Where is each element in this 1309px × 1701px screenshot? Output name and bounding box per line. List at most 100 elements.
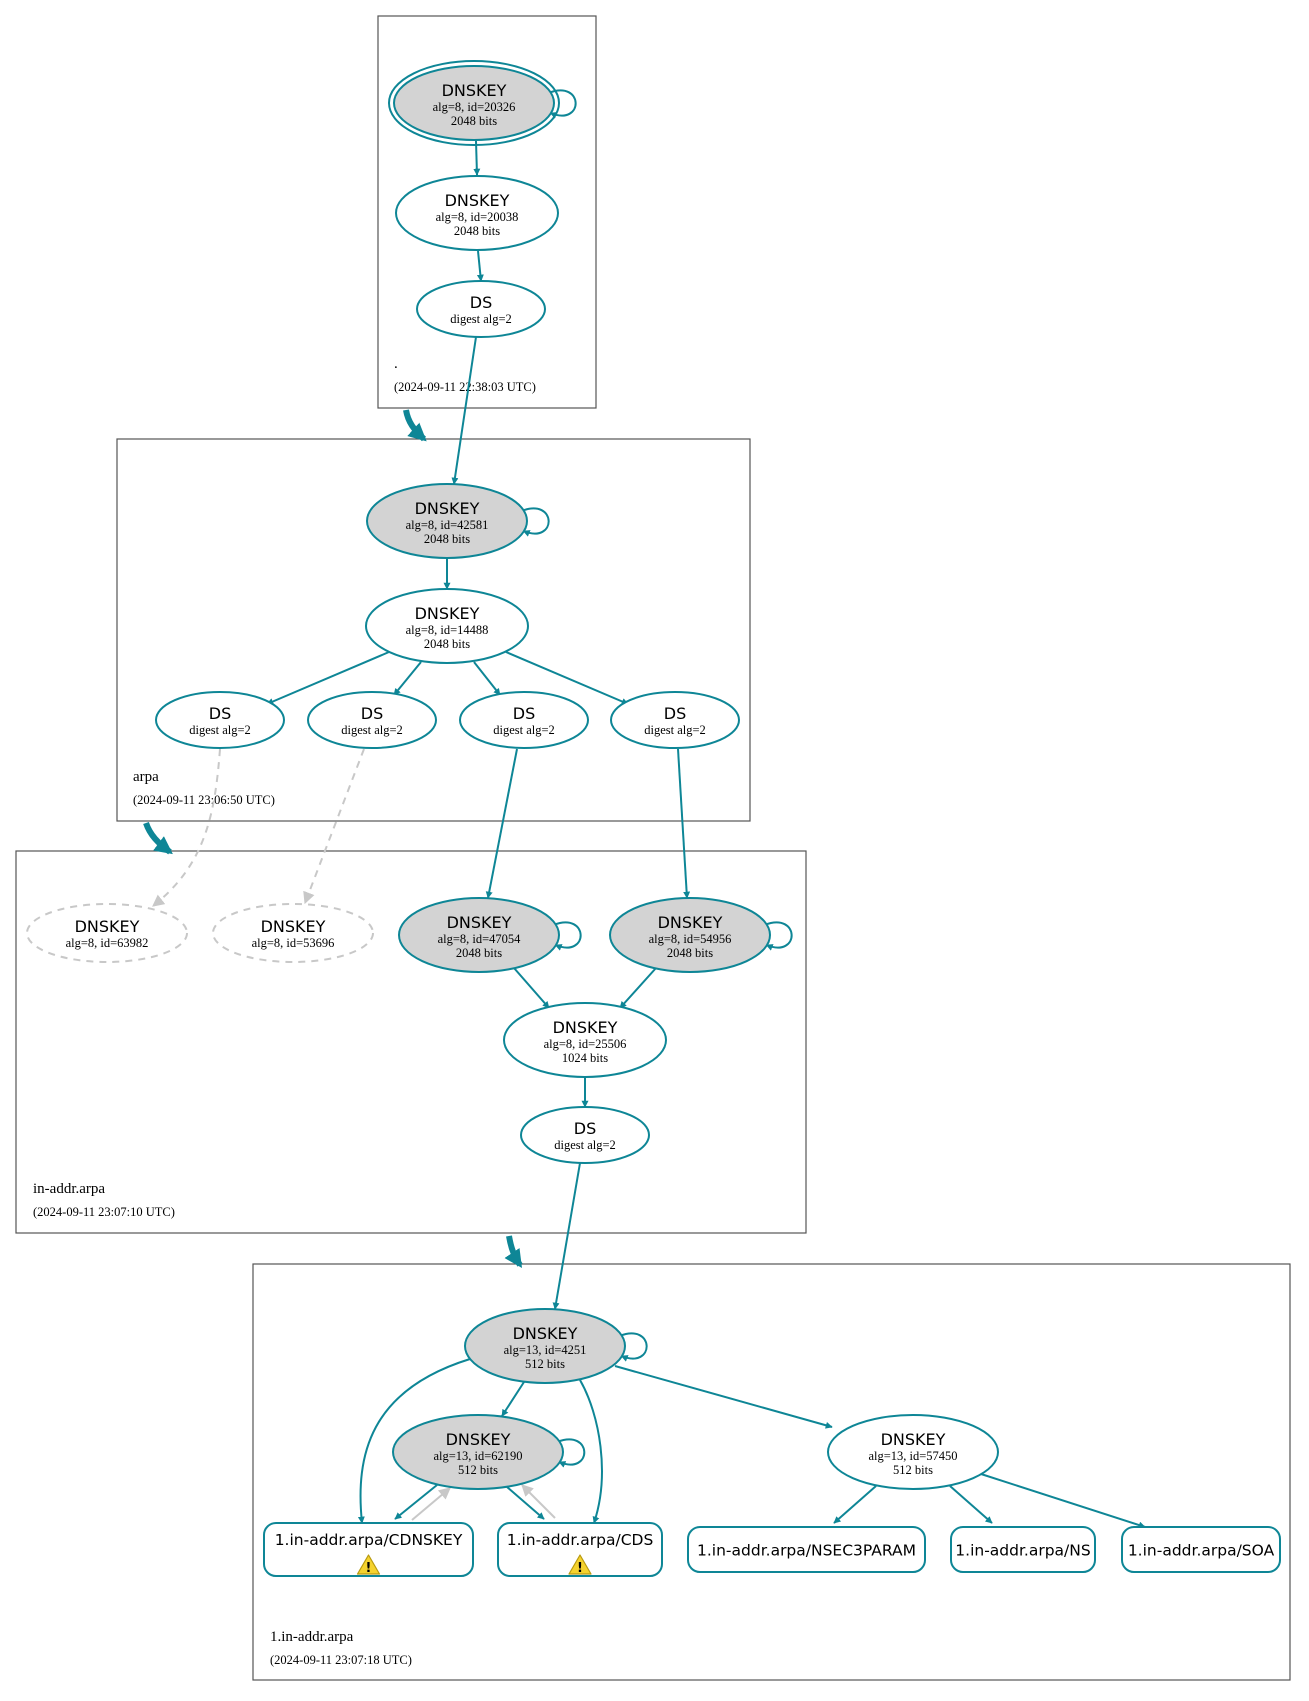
node-title: DNSKEY: [446, 1430, 511, 1449]
zone-timestamp: (2024-09-11 23:07:10 UTC): [33, 1205, 175, 1219]
zone-arpa: arpa(2024-09-11 23:06:50 UTC): [116, 438, 751, 822]
zone-timestamp: (2024-09-11 22:38:03 UTC): [394, 380, 536, 394]
node-detail: digest alg=2: [554, 1138, 616, 1152]
node-bits: 512 bits: [525, 1357, 565, 1371]
node-ellipse: [395, 175, 559, 251]
node-bits: 2048 bits: [451, 114, 497, 128]
edge: [394, 1484, 438, 1520]
warning-icon: !: [568, 1554, 592, 1576]
node-detail: alg=8, id=42581: [406, 518, 489, 532]
rrset-label: 1.in-addr.arpa/CDNSKEY: [275, 1531, 463, 1549]
zone-name: in-addr.arpa: [33, 1181, 105, 1197]
edge: [485, 748, 518, 899]
edge: [506, 1486, 545, 1520]
node-detail: digest alg=2: [644, 723, 706, 737]
self-loop-edge: [521, 507, 550, 537]
node-title: DS: [470, 293, 492, 312]
edge: [513, 967, 550, 1009]
node-bits: 2048 bits: [454, 224, 500, 238]
node-title: DS: [361, 704, 383, 723]
node-ellipse: [464, 1308, 626, 1384]
edge: [619, 967, 657, 1009]
node-detail: alg=13, id=57450: [868, 1449, 957, 1463]
node-title: DNSKEY: [261, 917, 326, 936]
edge: [473, 661, 501, 696]
zone-border: [377, 15, 597, 409]
edge-grey: [411, 1487, 451, 1521]
edge: [266, 651, 390, 705]
rrset-box: [497, 1522, 663, 1577]
rrset-box: [687, 1526, 926, 1573]
self-loop-edge: [556, 1438, 586, 1468]
node-ellipse: [827, 1414, 999, 1490]
zone-root: . (2024-09-11 22:38:03 UTC): [377, 15, 597, 409]
zone-inaddr: in-addr.arpa (2024-09-11 23:07:10 UTC): [15, 850, 807, 1234]
node-ellipse: [416, 280, 546, 338]
edge: [833, 1485, 877, 1524]
edge: [677, 748, 691, 899]
node-title: DS: [574, 1119, 596, 1138]
delegation-arrow: [143, 821, 173, 855]
node-bits: 1024 bits: [562, 1051, 608, 1065]
node-bits: 2048 bits: [424, 532, 470, 546]
node-detail: alg=8, id=20038: [436, 210, 519, 224]
delegation-arrow: [504, 1235, 523, 1268]
zone-border: [116, 438, 751, 822]
zone-name: .: [394, 356, 398, 372]
edge: [357, 1358, 471, 1524]
node-title: DNSKEY: [553, 1018, 618, 1037]
node-detail: alg=8, id=54956: [649, 932, 732, 946]
node-title: DNSKEY: [513, 1324, 578, 1343]
delegation-arrow: [403, 409, 427, 442]
node-title: DNSKEY: [881, 1430, 946, 1449]
node-detail: alg=8, id=20326: [433, 100, 516, 114]
node-title: DS: [513, 704, 535, 723]
node-bits: 512 bits: [893, 1463, 933, 1477]
self-loop-edge: [553, 921, 582, 951]
node-title: DNSKEY: [658, 913, 723, 932]
edge: [473, 140, 481, 176]
rrset-label: 1.in-addr.arpa/CDS: [507, 1531, 654, 1549]
node-o_nsec3param: 1.in-addr.arpa/NSEC3PARAM: [687, 1526, 926, 1573]
node-bits: 512 bits: [458, 1463, 498, 1477]
svg-text:!: !: [366, 1561, 372, 1576]
node-title: DS: [209, 704, 231, 723]
node-title: DNSKEY: [442, 81, 507, 100]
rrset-label: 1.in-addr.arpa/NS: [955, 1542, 1090, 1560]
node-ellipse: [212, 903, 374, 963]
node-title: DNSKEY: [447, 913, 512, 932]
rrset-box: [950, 1526, 1096, 1573]
edge: [393, 661, 422, 696]
node-title: DNSKEY: [415, 604, 480, 623]
edge: [505, 651, 629, 705]
edge: [579, 1379, 603, 1524]
node-detail: alg=8, id=47054: [438, 932, 522, 946]
node-detail: alg=8, id=25506: [544, 1037, 627, 1051]
node-bits: 2048 bits: [667, 946, 713, 960]
node-title: DS: [664, 704, 686, 723]
node-detail: digest alg=2: [493, 723, 555, 737]
ellipse-outer: [388, 60, 560, 146]
node-ellipse: [459, 691, 589, 749]
zone-timestamp: (2024-09-11 23:07:18 UTC): [270, 1653, 412, 1667]
node-ellipse: [520, 1106, 650, 1164]
node-title: DNSKEY: [75, 917, 140, 936]
node-bits: 2048 bits: [456, 946, 502, 960]
edge-grey: [521, 1484, 556, 1519]
rrset-label: 1.in-addr.arpa/NSEC3PARAM: [697, 1542, 916, 1560]
node-detail: digest alg=2: [450, 312, 512, 326]
node-ellipse: [398, 897, 560, 973]
